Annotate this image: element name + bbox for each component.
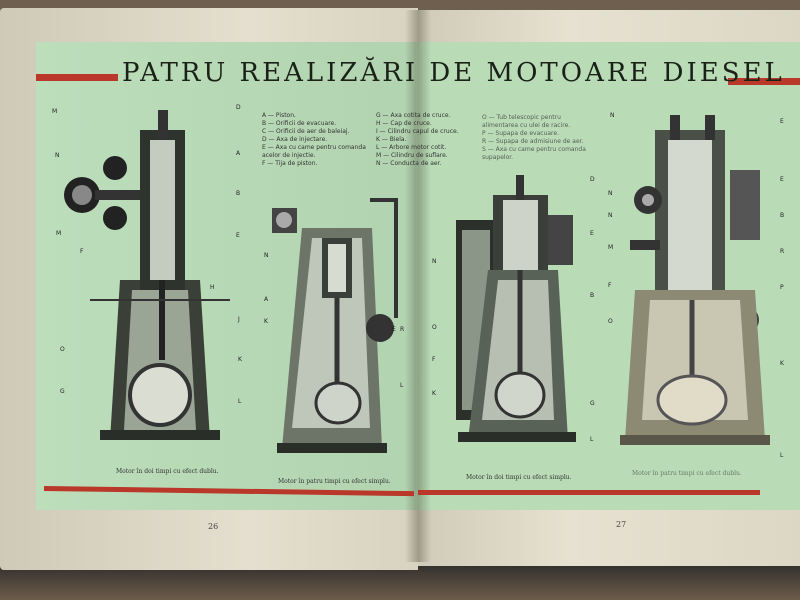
legend-item: O — Tub telescopic pentru alimentarea cu… bbox=[482, 114, 571, 129]
engine-1-label: M bbox=[56, 230, 62, 237]
legend-item: M — Cilindru de suflare. bbox=[376, 152, 448, 159]
engine-1-label: J bbox=[238, 316, 240, 323]
legend-item: S — Axa cu came pentru comanda supapelor… bbox=[482, 146, 586, 161]
engine-1-label: M bbox=[52, 108, 58, 115]
page-title: PATRU REALIZĂRI DE MOTOARE DIESEL bbox=[122, 58, 785, 88]
engine-3-label: G bbox=[590, 400, 595, 407]
engine-4-label: R bbox=[780, 248, 785, 255]
legend-item: I — Cilindru capul de cruce. bbox=[376, 128, 459, 135]
engine-1-label: E bbox=[236, 232, 240, 239]
engine-4-label: K bbox=[780, 360, 784, 367]
page-number-left: 26 bbox=[208, 522, 219, 531]
engine-4-label: F bbox=[608, 282, 612, 289]
engine-2-label: L bbox=[400, 382, 404, 389]
engine-4-illustration bbox=[620, 115, 770, 445]
engine-3-label: D bbox=[590, 176, 595, 183]
engine-4-label: N bbox=[608, 190, 613, 197]
engine-1-label: L bbox=[238, 398, 242, 405]
engine-3-label: E bbox=[590, 230, 594, 237]
book-gutter bbox=[405, 10, 431, 562]
engine-3-label: K bbox=[432, 390, 436, 397]
legend-item: R — Supapa de admisiune de aer. bbox=[482, 138, 584, 145]
engine-4-label: N bbox=[610, 112, 615, 119]
legend-item: N — Conducta de aer. bbox=[376, 160, 442, 167]
title-rule-left bbox=[36, 74, 118, 81]
legend-item: B — Orificii de evacuare. bbox=[262, 120, 337, 127]
legend-item: E — Axa cu came pentru comanda acelor de… bbox=[262, 144, 366, 159]
legend-item: G — Axa cotita de cruce. bbox=[376, 112, 451, 119]
engine-1-illustration bbox=[64, 110, 230, 440]
engine-4-label: E bbox=[780, 118, 784, 125]
engine-1-label: N bbox=[55, 152, 60, 159]
engine-4-label: B bbox=[780, 212, 785, 219]
engine-1-label: D bbox=[236, 104, 241, 111]
engine-1-label: O bbox=[60, 346, 65, 353]
engine-4-label: O bbox=[608, 318, 613, 325]
engine-3-label: B bbox=[590, 292, 595, 299]
engine-4-label: E bbox=[780, 176, 784, 183]
engine-2-caption: Motor în patru timpi cu efect simplu. bbox=[278, 478, 391, 485]
engine-2-label: R bbox=[400, 326, 405, 333]
engine-1-label: B bbox=[236, 190, 241, 197]
engine-1-label: G bbox=[60, 388, 65, 395]
engine-3-label: N bbox=[432, 258, 437, 265]
legend-item: A — Piston. bbox=[262, 112, 296, 119]
engine-1-label: A bbox=[236, 150, 241, 157]
bottom-rule-right bbox=[418, 490, 760, 495]
page-number-right: 27 bbox=[616, 520, 627, 529]
legend-column-3: O — Tub telescopic pentru alimentarea cu… bbox=[482, 114, 592, 162]
engine-4-label: M bbox=[608, 244, 614, 251]
legend-item: C — Orificii de aer de baleiaj. bbox=[262, 128, 350, 135]
legend-item: H — Cap de cruce. bbox=[376, 120, 432, 127]
title-rule-right bbox=[728, 78, 800, 85]
engine-3-label: L bbox=[590, 436, 594, 443]
legend-column-1: A — Piston. B — Orificii de evacuare. C … bbox=[262, 112, 372, 168]
engine-2-label: A bbox=[264, 296, 269, 303]
engine-2-label: K bbox=[264, 318, 268, 325]
engine-2-label: N bbox=[264, 252, 269, 259]
engine-4-label: P bbox=[780, 284, 784, 291]
engine-2-illustration bbox=[272, 198, 398, 453]
engine-3-illustration bbox=[456, 175, 576, 442]
legend-item: L — Arbore motor cotit. bbox=[376, 144, 447, 151]
legend-item: D — Axa de injectare. bbox=[262, 136, 328, 143]
engine-4-label: N bbox=[608, 212, 613, 219]
legend-item: F — Tija de piston. bbox=[262, 160, 318, 167]
engine-4-caption: Motor în patru timpi cu efect dublu. bbox=[632, 470, 742, 477]
engine-3-label: F bbox=[432, 356, 436, 363]
engine-3-caption: Motor în doi timpi cu efect simplu. bbox=[466, 474, 572, 481]
engine-1-caption: Motor în doi timpi cu efect dublu. bbox=[116, 468, 219, 475]
legend-column-2: G — Axa cotita de cruce. H — Cap de cruc… bbox=[376, 112, 459, 168]
engine-3-label: O bbox=[432, 324, 437, 331]
legend-item: P — Supapa de evacuare. bbox=[482, 130, 559, 137]
legend-item: K — Biela. bbox=[376, 136, 407, 143]
engine-1-label: H bbox=[210, 284, 215, 291]
engine-4-label: L bbox=[780, 452, 784, 459]
engine-1-label: K bbox=[238, 356, 242, 363]
engine-1-label: F bbox=[80, 248, 84, 255]
engine-2-label: E bbox=[392, 326, 396, 333]
